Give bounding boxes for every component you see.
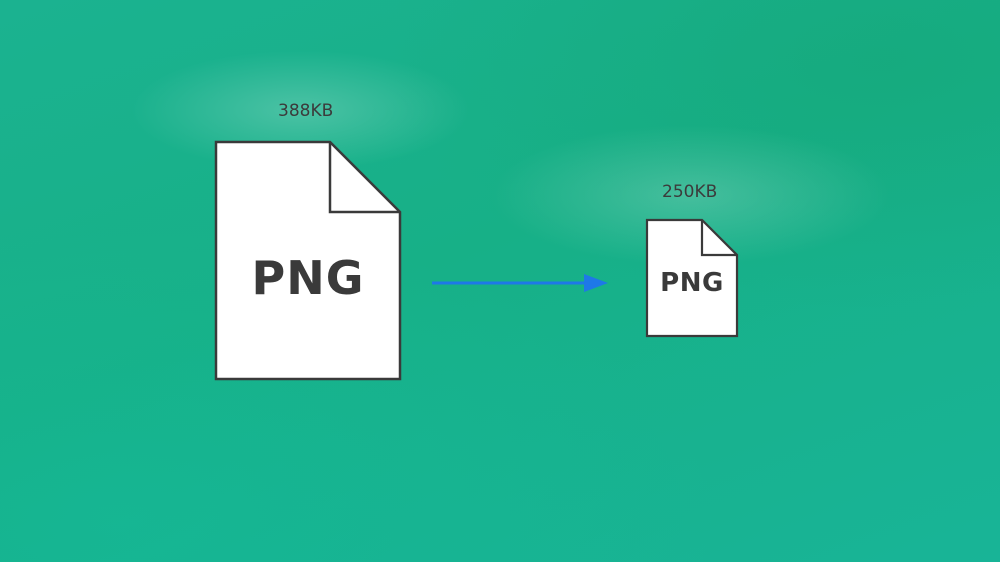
- original-png-file-icon: PNG: [214, 140, 402, 381]
- file-shape: [645, 218, 739, 338]
- compressed-file-format-label: PNG: [660, 268, 724, 298]
- compression-arrow-icon: [432, 274, 608, 292]
- compressed-file-size-label: 250KB: [662, 182, 718, 202]
- compressed-png-file-icon: PNG: [645, 218, 739, 338]
- original-file-format-label: PNG: [251, 251, 365, 305]
- original-file-size-label: 388KB: [278, 101, 334, 121]
- file-shape: [214, 140, 402, 381]
